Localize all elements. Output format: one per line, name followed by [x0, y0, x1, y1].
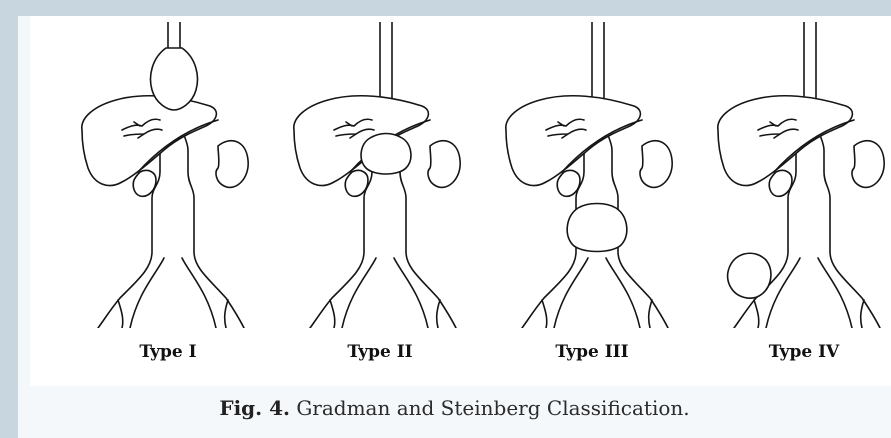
figure-illustrations: Type I Type II Type III Type IV: [30, 16, 891, 386]
panel-type-iii-illustration: [492, 22, 692, 328]
figure-frame: Type I Type II Type III Type IV Fig. 4.: [8, 8, 891, 438]
infrarenal-aneurysm-bulge: [567, 204, 627, 252]
figure-number: Fig. 4.: [219, 396, 290, 420]
figure-caption: Fig. 4. Gradman and Steinberg Classifica…: [18, 396, 891, 420]
figure-card: Type I Type II Type III Type IV Fig. 4.: [18, 16, 891, 438]
panel-type-i-illustration: [68, 22, 268, 328]
panel-type-ii-illustration: [280, 22, 480, 328]
thoracic-aneurysm-bulge: [151, 48, 198, 110]
figure-caption-text: Gradman and Steinberg Classification.: [296, 396, 689, 420]
panel-type-i-label: Type I: [68, 342, 268, 362]
panel-type-iv-illustration: [704, 22, 891, 328]
panel-type-iv-label: Type IV: [704, 342, 891, 362]
panel-type-iii-label: Type III: [492, 342, 692, 362]
iliac-aneurysm-bulge: [728, 253, 771, 298]
suprarenal-aneurysm-bulge: [361, 134, 411, 175]
panel-type-ii-label: Type II: [280, 342, 480, 362]
